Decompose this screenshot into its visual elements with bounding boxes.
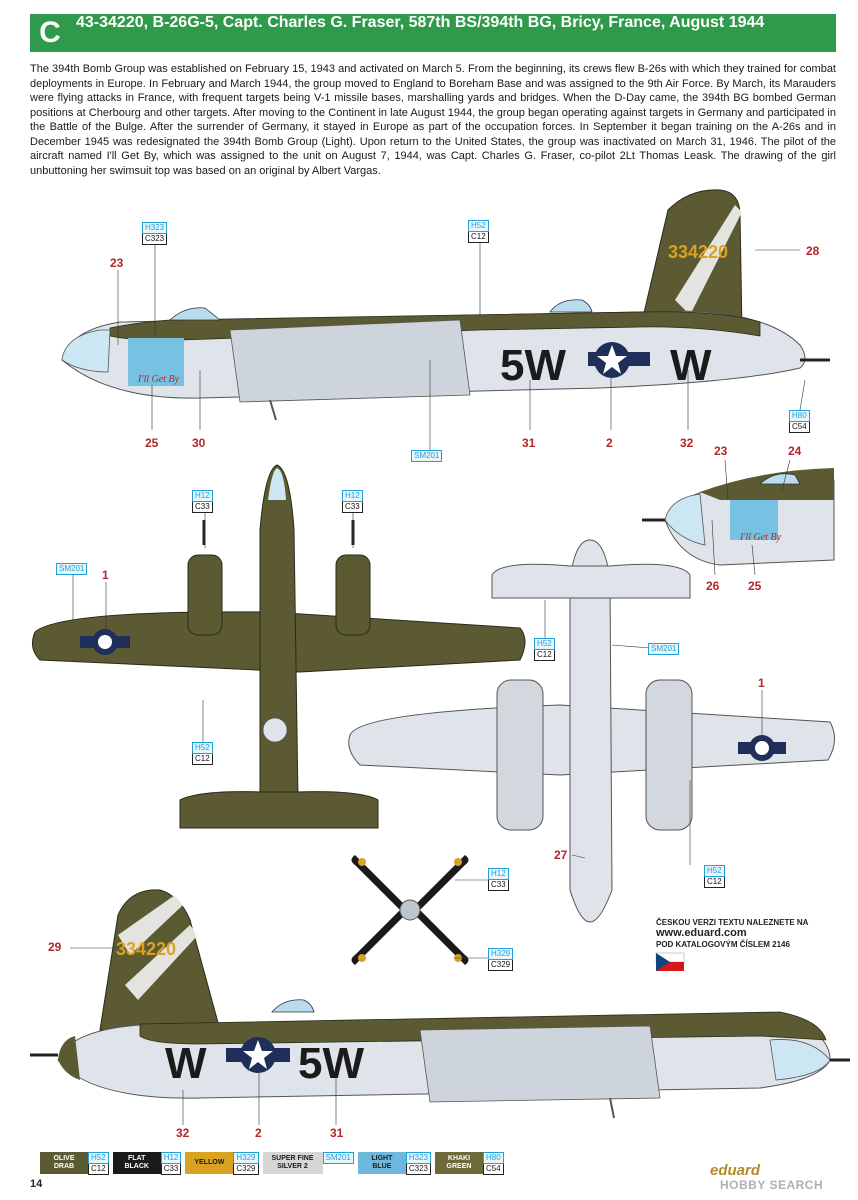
swatch-h-code: H52 (88, 1152, 109, 1164)
callout-number: 28 (806, 244, 820, 258)
swatch-h-code: H12 (160, 1152, 182, 1164)
swatch-c-code: C323 (405, 1164, 431, 1175)
callout-number: 32 (680, 436, 694, 450)
paint-ref-sm201: SM201 (56, 563, 88, 575)
callout-number: 2 (606, 436, 613, 450)
swatch-c-code: C54 (482, 1164, 504, 1175)
profile-header: C 43-34220, B-26G-5, Capt. Charles G. Fr… (30, 14, 836, 52)
callout-number: 25 (145, 436, 159, 450)
individual-letter-left: W (670, 341, 712, 390)
swatch-c-code: C33 (160, 1164, 182, 1175)
callout-number: 26 (706, 579, 720, 593)
czech-version-note: ČESKOU VERZI TEXTU NALEZNETE NA www.edua… (656, 917, 826, 950)
callout-number: 23 (714, 444, 728, 458)
swatch-c-code: C12 (88, 1164, 109, 1175)
czech-flag-icon (655, 952, 685, 971)
callout-number: 30 (192, 436, 206, 450)
swatch-color-name: OLIVE DRAB (40, 1152, 88, 1174)
page-number: 14 (30, 1178, 43, 1190)
nose-art-name-detail: I'll Get By (739, 532, 782, 543)
planform-top-view (31, 464, 526, 829)
callout-number: 2 (255, 1126, 262, 1140)
paint-ref-sm201: SM201 (411, 450, 443, 462)
swatch-h-code: H323 (405, 1152, 431, 1164)
swatch-c-code: C329 (233, 1164, 259, 1175)
czech-note-line1: ČESKOU VERZI TEXTU NALEZNETE NA (656, 918, 809, 927)
callout-number: 1 (758, 676, 765, 690)
callout-number: 31 (330, 1126, 344, 1140)
propeller-view (351, 855, 469, 965)
history-text: The 394th Bomb Group was established on … (30, 62, 836, 178)
serial-left: 334220 (668, 242, 728, 262)
czech-note-line2: POD KATALOGOVÝM ČÍSLEM 2146 (656, 940, 790, 949)
swatch-h-code: SM201 (322, 1152, 354, 1164)
callout-number: 25 (748, 579, 762, 593)
swatch-h-code: H329 (233, 1152, 259, 1164)
paint-ref-sm201: SM201 (648, 643, 680, 655)
nose-detail-view: I'll Get By (642, 468, 835, 566)
profile-right-view: W 5W 334220 (30, 889, 850, 1119)
callout-number: 23 (110, 256, 124, 270)
callout-number: 24 (788, 444, 802, 458)
profile-title: 43-34220, B-26G-5, Capt. Charles G. Fras… (76, 14, 765, 31)
profile-letter: C (39, 16, 61, 49)
nose-art-name-left: I'll Get By (137, 374, 180, 385)
callout-number: 29 (48, 940, 62, 954)
eduard-logo: eduard (710, 1162, 761, 1179)
history-paragraph: The 394th Bomb Group was established on … (30, 63, 836, 177)
callout-number: 31 (522, 436, 536, 450)
underside-view (348, 539, 835, 923)
swatch-color-name: SUPER FINE SILVER 2 (262, 1152, 323, 1174)
callout-number: 27 (554, 848, 568, 862)
profile-left-view: 5W W 334220 I'll Get By (61, 189, 830, 421)
callout-number: 1 (102, 568, 109, 582)
serial-right: 334220 (116, 939, 176, 959)
swatch-color-name: YELLOW (185, 1152, 234, 1174)
code-letters-left: 5W (500, 341, 566, 390)
swatch-h-code: H80 (482, 1152, 504, 1164)
swatch-color-name: KHAKI GREEN (434, 1152, 483, 1174)
eduard-website-link[interactable]: www.eduard.com (656, 927, 747, 939)
code-letters-right: 5W (298, 1039, 364, 1088)
callout-number: 32 (176, 1126, 190, 1140)
hobby-search-watermark: HOBBY SEARCH (720, 1178, 824, 1192)
swatch-color-name: LIGHT BLUE (357, 1152, 406, 1174)
swatch-color-name: FLAT BLACK (112, 1152, 161, 1174)
individual-letter-right: W (165, 1039, 207, 1088)
